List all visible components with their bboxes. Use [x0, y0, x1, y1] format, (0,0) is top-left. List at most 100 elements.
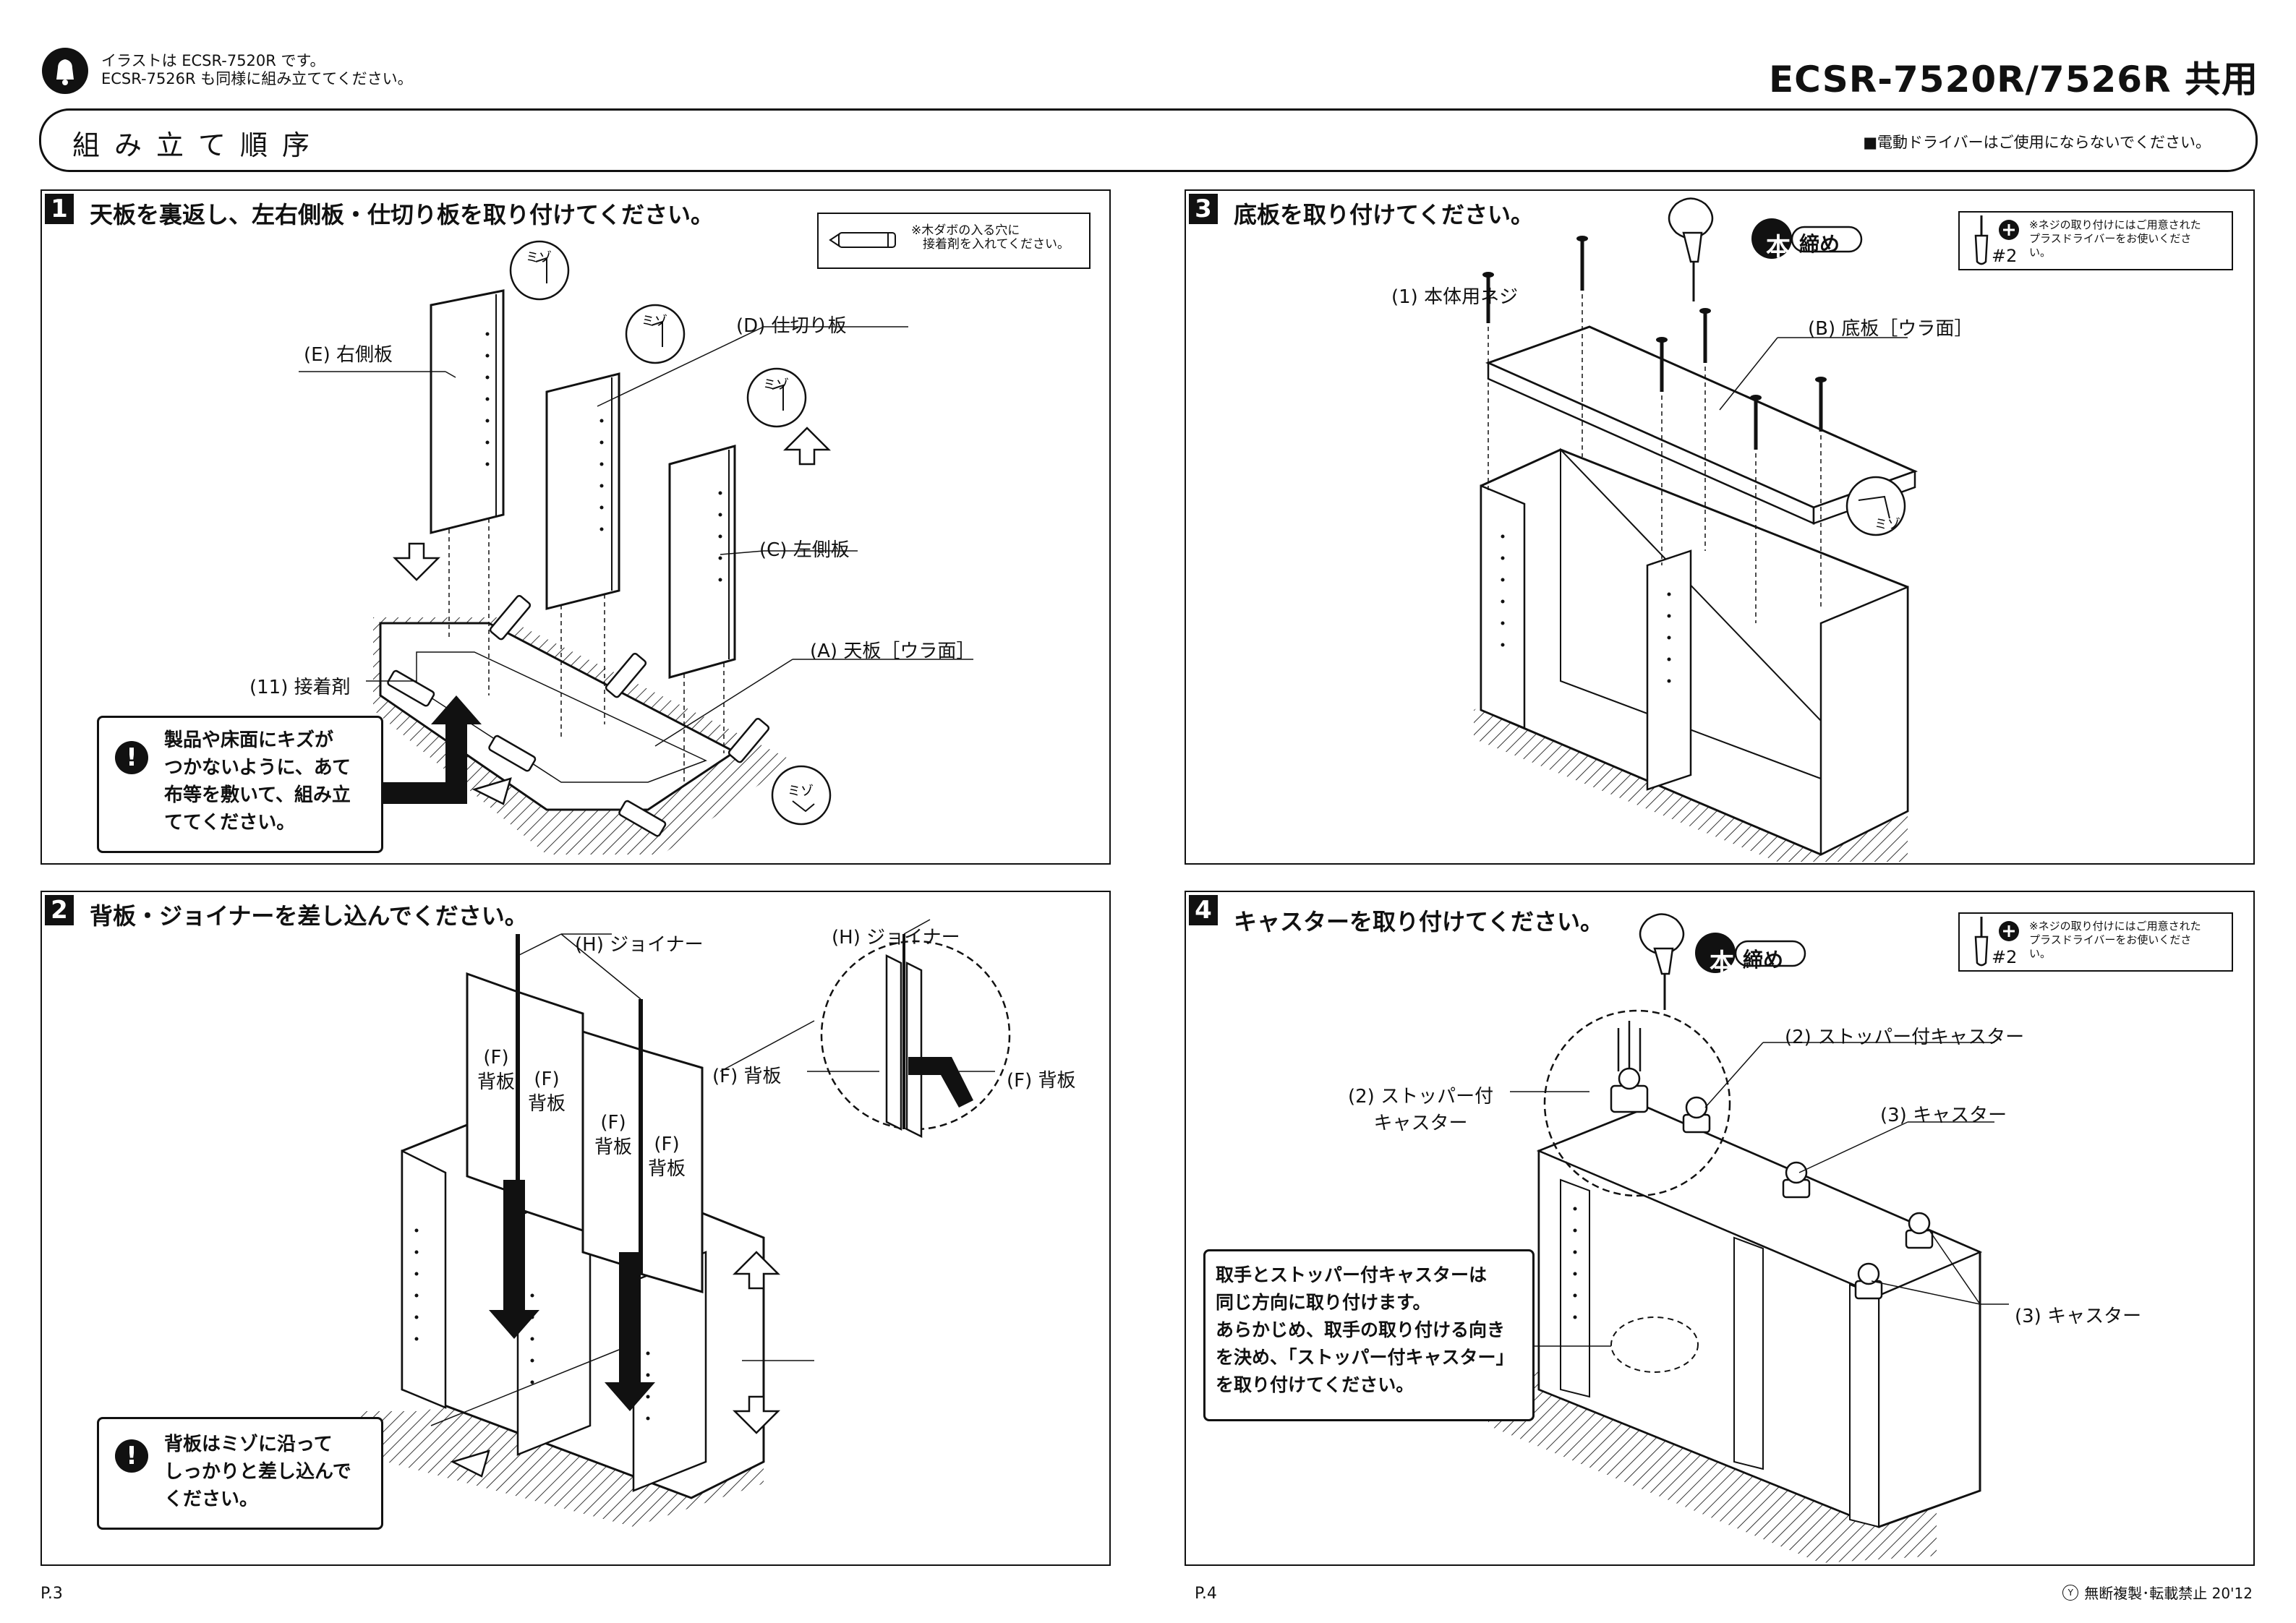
step-3-panel — [1185, 189, 2255, 865]
screwdriver-icon — [1974, 917, 2019, 967]
warning-icon: ! — [115, 1439, 148, 1473]
screwdriver-icon — [1974, 215, 2019, 265]
warning-line: 製品や床面にキズが — [164, 729, 334, 751]
back-panel-f: (F) — [654, 1134, 680, 1155]
copyright: Y 無断複製･転載禁止 20'12 — [2062, 1582, 2253, 1603]
section-title: 組み立て順序 — [72, 129, 325, 161]
label-stopper-line1: (2) ストッパー付 — [1348, 1086, 1494, 1108]
screwdriver-size: #2 — [1992, 246, 2018, 266]
glue-note-line-1: ※木ダボの入る穴に — [911, 223, 1020, 238]
step-2-number: 2 — [45, 895, 74, 925]
label-divider: (D) 仕切り板 — [736, 315, 847, 337]
illustration-note: イラストは ECSR-7520R です。 ECSR-7526R も同様に組み立て… — [101, 52, 413, 88]
label-left-side: (C) 左側板 — [759, 539, 850, 561]
step-4-info: 取手とストッパー付キャスターは 同じ方向に取り付けます。 あらかじめ、取手の取り… — [1203, 1249, 1535, 1421]
step-4-panel — [1185, 891, 2255, 1566]
warning-line: ください。 — [164, 1489, 259, 1510]
step-3-tool-box: #2 ※ネジの取り付けにはご用意された プラスドライバーをお使いくださ い。 — [1958, 211, 2233, 270]
step-2-diagram — [359, 919, 1011, 1527]
svg-text:ミゾ: ミゾ — [526, 250, 552, 265]
tighten-sub: 締め — [1799, 232, 1840, 256]
groove-label: ミゾ — [1874, 517, 1900, 532]
svg-text:ミゾ: ミゾ — [763, 377, 789, 393]
bell-icon — [42, 48, 88, 94]
tighten-main: 本 — [1766, 233, 1791, 262]
tighten-main: 本 — [1710, 948, 1734, 977]
step-2-warning: ! 背板はミゾに沿って しっかりと差し込んで ください。 — [97, 1417, 383, 1530]
back-panel-text: 背板 — [648, 1158, 686, 1180]
back-panel-f: (F) — [600, 1112, 626, 1134]
back-panel-text: 背板 — [594, 1136, 633, 1158]
warning-line: 布等を敷いて、組み立 — [164, 784, 351, 806]
label-caster-upper: (3) キャスター — [1880, 1105, 2007, 1126]
info-line: 取手とストッパー付キャスターは — [1216, 1264, 1488, 1285]
label-stopper-line2: キャスター — [1373, 1113, 1468, 1134]
label-joiner: (H) ジョイナー — [575, 934, 704, 956]
back-panel-1-label: (F) 背板 — [477, 1045, 515, 1119]
step-4-tool-box: #2 ※ネジの取り付けにはご用意された プラスドライバーをお使いくださ い。 — [1958, 912, 2233, 972]
step-3-number: 3 — [1189, 194, 1218, 224]
step-3-title: 底板を取り付けてください。 — [1234, 201, 1535, 228]
svg-text:ミゾ: ミゾ — [788, 784, 814, 799]
label-stopper-caster-left: (2) ストッパー付 キャスター — [1348, 1082, 1493, 1135]
tighten-sub: 締め — [1743, 948, 1784, 972]
step-2-panel — [40, 891, 1111, 1566]
label-screw: (1) 本体用ネジ — [1391, 286, 1519, 308]
step-1-number: 1 — [45, 194, 74, 224]
warning-line: 背板はミゾに沿って — [164, 1434, 333, 1455]
model-title: ECSR-7520R/7526R 共用 — [1768, 59, 2258, 100]
tool-note-line: プラスドライバーをお使いくださ — [2029, 232, 2192, 245]
glue-note-line-2: 接着剤を入れてください。 — [923, 237, 1070, 252]
info-line: 同じ方向に取り付けます。 — [1216, 1292, 1431, 1313]
section-banner — [39, 108, 2258, 172]
label-bottom-board: (B) 底板［ウラ面］ — [1808, 318, 1973, 340]
label-top-board: (A) 天板［ウラ面］ — [810, 641, 976, 662]
warning-icon: ! — [115, 741, 148, 774]
step-1-diagram: ミゾ ミゾ ミゾ ミゾ — [299, 240, 973, 855]
back-panel-text: 背板 — [477, 1071, 516, 1093]
label-back-right: (F) 背板 — [1007, 1070, 1076, 1092]
note-line-1: イラストは ECSR-7520R です。 — [101, 52, 325, 69]
warning-line: ててください。 — [164, 812, 296, 834]
step-4-title: キャスターを取り付けてください。 — [1234, 908, 1604, 935]
screwdriver-size: #2 — [1992, 947, 2018, 967]
tool-note-line: い。 — [2029, 947, 2052, 960]
step-4-number: 4 — [1189, 895, 1218, 925]
info-line: を決め、「ストッパー付キャスター」 — [1216, 1347, 1514, 1368]
page-number-right: P.4 — [1195, 1585, 1217, 1603]
back-panel-f: (F) — [483, 1047, 509, 1069]
label-back-left: (F) 背板 — [712, 1066, 782, 1087]
step-4-diagram — [1488, 913, 2009, 1563]
step-1-warning: ! 製品や床面にキズが つかないように、あて 布等を敷いて、組み立 ててください… — [97, 716, 383, 853]
step-1-title: 天板を裏返し、左右側板・仕切り板を取り付けてください。 — [90, 201, 714, 228]
left-side-panel — [668, 445, 736, 679]
svg-text:ミゾ: ミゾ — [641, 314, 667, 329]
step-1-panel — [40, 189, 1111, 865]
warning-line: つかないように、あて — [164, 757, 351, 779]
info-line: を取り付けてください。 — [1216, 1374, 1414, 1395]
back-panel-4-label: (F) 背板 — [648, 1132, 686, 1181]
right-side-panel — [430, 289, 505, 534]
label-joiner-detail: (H) ジョイナー — [832, 927, 960, 948]
label-glue: (11) 接着剤 — [249, 677, 351, 698]
copyright-text: 無断複製･転載禁止 20'12 — [2084, 1585, 2253, 1602]
label-stopper-caster-top: (2) ストッパー付キャスター — [1785, 1027, 2025, 1048]
note-line-2: ECSR-7526R も同様に組み立ててください。 — [101, 70, 413, 87]
info-line: あらかじめ、取手の取り付ける向き — [1216, 1319, 1506, 1340]
step-2-title: 背板・ジョイナーを差し込んでください。 — [90, 902, 528, 930]
screwdriver-note: ■電動ドライバーはご使用にならないでください。 — [1863, 134, 2211, 151]
divider-panel — [545, 372, 620, 610]
page-number-left: P.3 — [40, 1585, 63, 1603]
label-caster-right: (3) キャスター — [2015, 1306, 2142, 1327]
copyright-mark-icon: Y — [2062, 1584, 2079, 1601]
back-panel-3-label: (F) 背板 — [594, 1110, 632, 1160]
step-3-diagram — [1474, 197, 1919, 862]
glue-note-box: ※木ダボの入る穴に 接着剤を入れてください。 — [817, 213, 1091, 269]
label-right-side: (E) 右側板 — [304, 344, 393, 366]
tool-note-line: ※ネジの取り付けにはご用意された — [2029, 920, 2201, 933]
glue-tube-icon — [829, 232, 896, 248]
back-panel-2-label: (F) 背板 — [528, 1067, 566, 1116]
warning-line: しっかりと差し込んで — [164, 1461, 351, 1483]
back-panel-f: (F) — [534, 1069, 560, 1090]
tool-note-line: ※ネジの取り付けにはご用意された — [2029, 218, 2201, 231]
